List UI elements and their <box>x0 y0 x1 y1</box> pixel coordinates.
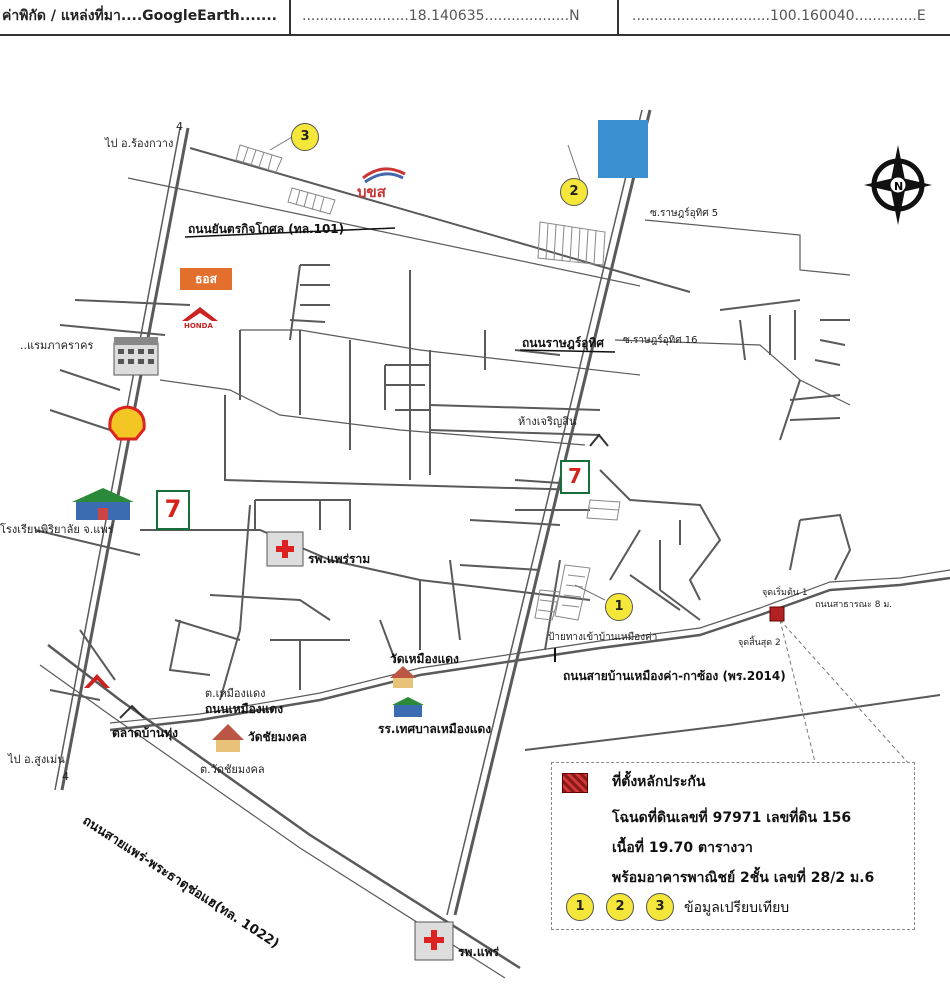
school-phiriyalai-label: โรงเรียนพิริยาลัย จ.แพร่ <box>0 523 114 536</box>
hospital-phrae-label: รพ.แพร่ <box>458 945 500 959</box>
comparison-marker-1: 1 <box>605 593 633 621</box>
school-building-icon <box>390 695 426 719</box>
temple-icon <box>210 722 246 754</box>
honda-label: HONDA <box>184 322 213 330</box>
market-bansung-label: ตลาดบ้านทุ่ง <box>112 726 179 740</box>
temple-icon <box>388 664 418 690</box>
road-muangdaeng-label: ถนนเหมืองแดง <box>205 702 284 716</box>
shell-logo-icon <box>106 405 148 443</box>
hotel-building-icon <box>112 335 160 377</box>
road-network <box>34 109 950 979</box>
legend-circle-1: 1 <box>566 893 594 921</box>
rat-uthit-road-edge <box>446 109 643 916</box>
road-2014-label: ถนนสายบ้านเหมืองค่า-กาซ้อง (พร.2014) <box>563 669 786 683</box>
coord-source-label: ค่าพิกัด / แหล่งที่มา....GoogleEarth....… <box>2 8 277 24</box>
blue-plot-block <box>598 120 648 178</box>
subject-property-swatch <box>562 773 588 793</box>
north-arrow-icon: N <box>864 145 932 225</box>
rat-uthit-road <box>453 109 652 916</box>
longitude-value: ...............................100.16004… <box>632 8 926 24</box>
honda-logo-icon: HONDA <box>178 305 222 335</box>
legend-compare-label: ข้อมูลเปรียบเทียบ <box>684 900 790 916</box>
school-building-icon <box>70 484 136 522</box>
soi-rat-5-label: ซ.ราษฎร์อุทิศ 5 <box>650 208 719 219</box>
seven-eleven-icon: 7 <box>560 460 590 494</box>
top-road <box>189 147 691 293</box>
road-2014 <box>109 576 950 732</box>
hospital-phraeram-label: รพ.แพร่ราม <box>308 552 371 566</box>
soi-rat-5 <box>644 219 851 276</box>
point-start-label: จุดเริ่มต้น 1 <box>762 588 808 598</box>
comparison-marker-3: 3 <box>291 123 319 151</box>
shop-charoensin-label: ห้างเจริญสิน <box>518 415 577 428</box>
wat-muangdaeng-label: วัดเหมืองแดง <box>390 652 459 666</box>
wat-chaimongkol-label: วัดชัยมงคล <box>248 730 307 744</box>
sign-entrance-label: ป้ายทางเข้าบ้านเหมืองค่า <box>548 632 658 643</box>
highway-101-road-edge <box>54 127 181 791</box>
rat-uthit-road-label: ถนนราษฎร์อุทิศ <box>522 336 605 350</box>
legend-circle-3: 3 <box>646 893 674 921</box>
seven-eleven-icon: 7 <box>156 490 190 530</box>
comparison-plots <box>235 144 621 621</box>
header-divider <box>617 0 619 34</box>
to-sungmen-label: ไป อ.สูงเม่น <box>8 753 65 766</box>
road-101-label: ถนนยันตรกิจโกศล (ทล.101) <box>188 222 345 236</box>
public-road-label: ถนนสาธารณะ 8 ม. <box>815 600 893 610</box>
route-4-label: 4 <box>62 770 69 783</box>
legend-area-line: เนื้อที่ 19.70 ตารางวา <box>612 840 753 856</box>
legend-title: ที่ตั้งหลักประกัน <box>612 774 706 790</box>
tambon-muangdaeng-label: ต.เหมืองแดง <box>205 687 266 700</box>
legend-building-line: พร้อมอาคารพาณิชย์ 2ชั้น เลขที่ 28/2 ม.6 <box>612 870 875 886</box>
hotel-label: ..แรมภาคราคร <box>20 339 94 352</box>
honda-logo-icon <box>80 668 114 696</box>
shop-icon <box>588 432 610 450</box>
hospital-icon <box>413 920 455 962</box>
school-tesaban-label: รร.เทศบาลเหมืองแดง <box>378 722 492 736</box>
subject-property-plot <box>769 606 785 622</box>
market-icon <box>118 704 146 722</box>
road-1022 <box>47 644 521 970</box>
header-divider <box>289 0 291 34</box>
coordinate-header: ค่าพิกัด / แหล่งที่มา....GoogleEarth....… <box>0 0 950 36</box>
to-rongkwang-label: ไป อ.ร้องกวาง <box>105 137 174 150</box>
hospital-icon <box>265 530 305 568</box>
svg-text:N: N <box>894 180 903 193</box>
tambon-watchai-label: ต.วัดชัยมงคล <box>200 763 265 776</box>
ghb-bank-logo-icon: ธอส <box>180 268 232 290</box>
comparison-marker-2: 2 <box>560 178 588 206</box>
top-road-2 <box>127 177 641 287</box>
subject-pointer-lines <box>779 619 911 766</box>
bus-terminal-logo-icon: บขส <box>355 160 411 201</box>
bus-terminal-label: บขส <box>357 183 386 201</box>
soi-rat-16-label: ซ.ราษฎร์อุทิศ 16 <box>623 335 698 346</box>
point-end-label: จุดสิ้นสุด 2 <box>738 638 781 648</box>
soi-rat-16 <box>614 339 851 406</box>
route-4-label: 4 <box>176 120 183 133</box>
legend-circle-2: 2 <box>606 893 634 921</box>
highway-101-road <box>60 127 190 791</box>
map-legend: ที่ตั้งหลักประกัน โฉนดที่ดินเลขที่ 97971… <box>551 762 915 930</box>
latitude-value: ........................18.140635.......… <box>302 8 580 24</box>
legend-deed-line: โฉนดที่ดินเลขที่ 97971 เลขที่ดิน 156 <box>612 810 852 826</box>
